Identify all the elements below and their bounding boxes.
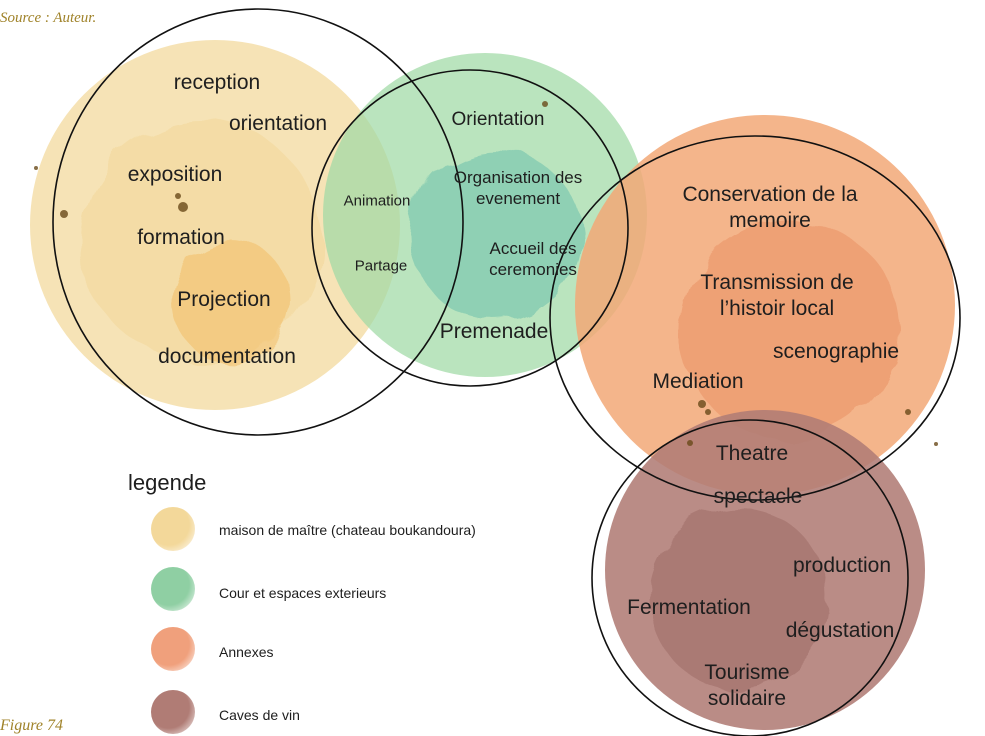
legend-swatch-caves (151, 690, 195, 734)
ink-dot (175, 193, 181, 199)
label-degustation: dégustation (785, 618, 895, 642)
annexes-outline (549, 135, 961, 501)
ink-dot (542, 101, 548, 107)
caves-blot (650, 510, 830, 690)
legend-label-maison: maison de maître (chateau boukandoura) (219, 522, 476, 538)
label-partage: Partage (354, 257, 408, 275)
ink-dot (34, 166, 38, 170)
legend-label-caves: Caves de vin (219, 707, 300, 723)
maison-outline (52, 8, 464, 436)
label-orientation-cour: Orientation (451, 109, 545, 131)
label-formation: formation (137, 225, 225, 249)
caves-outline (591, 419, 909, 736)
legend-swatch-annexes (151, 627, 195, 671)
legend-swatch-maison (151, 507, 195, 551)
label-tourisme: Tourisme solidaire (704, 660, 790, 710)
label-exposition: exposition (127, 162, 223, 186)
annexes-blot (680, 220, 900, 440)
ink-dot (705, 409, 711, 415)
label-theatre: Theatre (715, 441, 789, 465)
label-conservation: Conservation de la memoire (682, 182, 858, 232)
cour-outline (311, 69, 629, 387)
label-mediation: Mediation (652, 369, 744, 393)
ink-dot (60, 210, 68, 218)
label-projection: Projection (177, 287, 271, 311)
label-spectacle: spectacle (713, 484, 803, 508)
label-reception: reception (173, 70, 261, 94)
ink-dot (178, 202, 188, 212)
legend-swatch-cour (151, 567, 195, 611)
ink-dot (934, 442, 938, 446)
label-production: production (792, 553, 892, 577)
label-animation: Animation (343, 192, 411, 210)
label-scenographie: scenographie (772, 339, 900, 363)
label-documentation: documentation (158, 344, 296, 368)
legend-title: legende (128, 470, 207, 495)
label-fermentation: Fermentation (627, 595, 751, 619)
figure-caption: Figure 74 (0, 717, 63, 734)
maison-blot-2 (170, 240, 290, 360)
label-transmission: Transmission de l’histoir local (700, 270, 854, 320)
ink-dot (698, 400, 706, 408)
legend-label-cour: Cour et espaces exterieurs (219, 585, 387, 601)
label-organisation: Organisation des evenement (453, 167, 583, 208)
ink-dot (905, 409, 911, 415)
label-orientation: orientation (228, 111, 328, 135)
legend-label-annexes: Annexes (219, 644, 274, 660)
cour-blot (410, 150, 580, 320)
label-accueil: Accueil des ceremonies (489, 238, 577, 279)
ink-dot (687, 440, 693, 446)
label-premenade: Premenade (439, 319, 549, 343)
source-note: Source : Auteur. (0, 10, 97, 26)
